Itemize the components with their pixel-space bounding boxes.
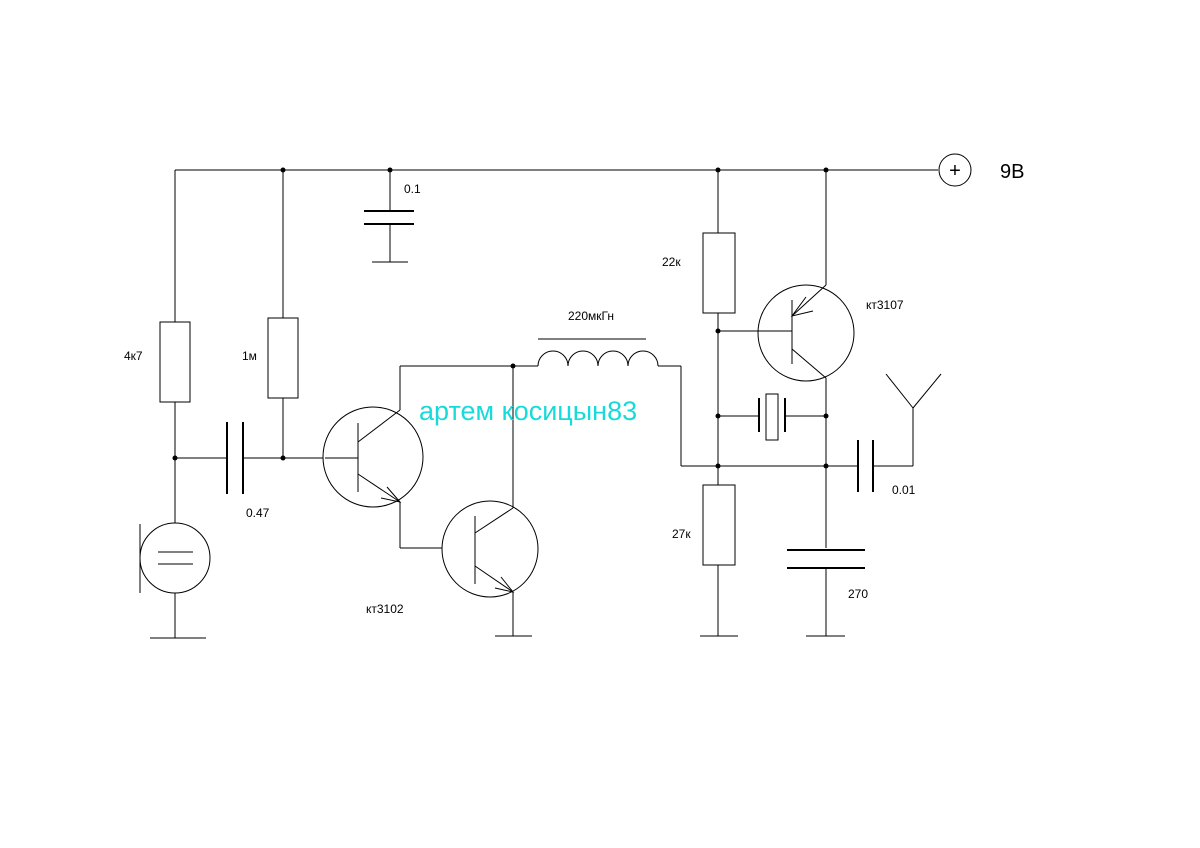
capacitor-input [175,422,325,494]
resistor-4k7 [159,170,191,523]
resistor-1m-value: 1м [242,349,257,363]
transistor-npn-label: кт3102 [366,602,404,616]
capacitor-output [857,440,913,492]
antenna [885,373,942,466]
capacitor-supply [364,170,414,263]
supply-terminal: + [938,153,972,187]
resistor-22k [702,170,736,485]
resistor-4k7-value: 4к7 [124,349,143,363]
resistor-1m [267,170,299,458]
capacitor-output-value: 0.01 [892,483,916,497]
transistor-q1 [322,365,538,549]
resistor-27k-value: 27к [672,527,691,541]
capacitor-tank [787,549,865,637]
capacitor-supply-value: 0.1 [404,182,421,196]
transistor-q2 [441,363,539,637]
resistor-27k [700,484,738,637]
supply-plus-symbol: + [949,160,961,182]
microphone [139,522,211,639]
crystal [718,393,826,441]
transistor-q3 [718,170,855,548]
resistor-22k-value: 22к [662,255,681,269]
inductor-value: 220мкГн [568,309,614,323]
capacitor-tank-value: 270 [848,587,868,601]
supply-voltage-label: 9В [1000,161,1024,183]
transistor-pnp-label: кт3107 [866,298,904,312]
supply-rail [175,167,938,173]
capacitor-input-value: 0.47 [246,506,270,520]
watermark: артем косицын83 [419,396,637,426]
